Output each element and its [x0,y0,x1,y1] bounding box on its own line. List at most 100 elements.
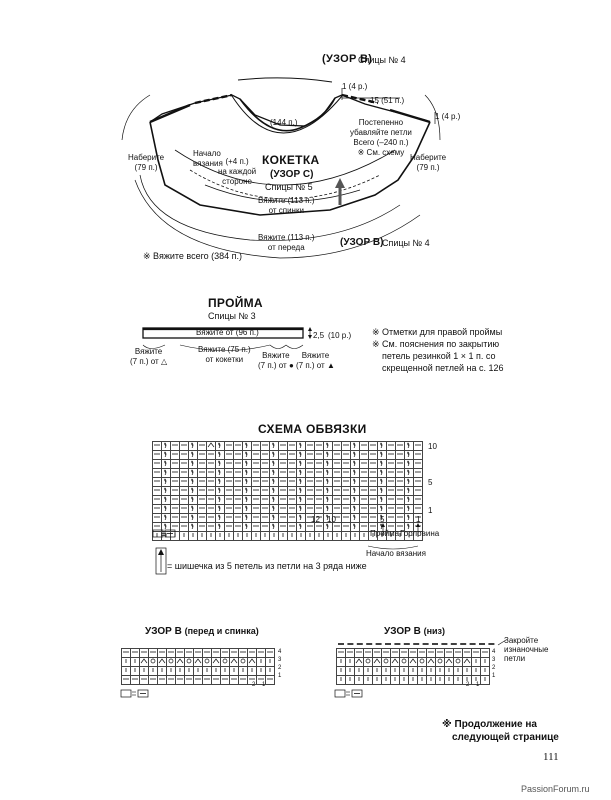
armhole-note-3: петель резинкой 1 × 1 п. со [382,351,496,361]
chart-cell [399,666,409,676]
purl-symbol [361,444,367,446]
needles-4-top-label: Спицы № 4 [358,55,406,65]
knit-symbol [125,668,127,672]
twist-symbol [380,478,383,485]
chart-row [121,666,275,676]
needles-5-label: Спицы № 5 [265,182,313,192]
purl-symbol [415,516,421,518]
chart-row [336,648,490,658]
purl-symbol [455,651,461,653]
purl-symbol [289,471,295,473]
continue-line-1: ※ Продолжение на [442,719,537,730]
purl-symbol [222,651,228,653]
chart-cell [480,675,490,685]
twist-symbol [299,451,302,458]
purl-symbol [334,453,340,455]
chart-cell [426,666,436,676]
twist-symbol [407,523,410,530]
purl-symbol [231,678,237,680]
chart-cell [354,675,364,685]
chart-cell [372,648,382,658]
purl-symbol [235,498,241,500]
knit-symbol [246,533,248,537]
knit-symbol [354,533,356,537]
purl-symbol [316,462,322,464]
armhole-title: ПРОЙМА [208,296,263,310]
chart-cell [381,657,391,667]
purl-symbol [150,678,156,680]
purl-symbol [235,471,241,473]
purl-symbol [226,525,232,527]
purl-symbol [208,516,214,518]
armhole-knit-75: Вяжите (75 п.) от кокетки [198,345,251,365]
purl-symbol [392,651,398,653]
side-line-1: (+4 п.) [225,157,249,166]
neck-row-2: 2 [492,665,496,671]
front-row-3: 3 [278,657,282,663]
armhole-height: 2,5 [313,331,325,340]
chart-cell [372,657,382,667]
twist-symbol [326,514,329,521]
edging-row-5: 5 [428,478,433,487]
chart-cell [363,675,373,685]
knit-symbol [448,677,450,681]
pattern-b-neck-title-text: УЗОР В [384,626,421,637]
purl-symbol [316,444,322,446]
knit-symbol [466,668,468,672]
decrease-line-3: Всего (–240 п.) [353,138,409,147]
chart-row [152,531,423,541]
purl-symbol [235,525,241,527]
knit-symbol [251,668,253,672]
chart-cell [354,657,364,667]
purl-symbol [154,507,160,509]
purl-symbol [204,678,210,680]
twist-symbol [191,460,194,467]
purl-symbol [397,471,403,473]
knit-symbol [345,533,347,537]
knit-symbol [340,677,342,681]
twist-symbol [353,496,356,503]
chart-cell [480,666,490,676]
purl-symbol [154,489,160,491]
purl-symbol [226,444,232,446]
edging-col-1: 1 [416,515,421,524]
knit-symbol [385,677,387,681]
purl-symbol [226,498,232,500]
purl-symbol [132,678,138,680]
twist-symbol [353,478,356,485]
knit-symbol [349,668,351,672]
knit-symbol [466,677,468,681]
neck-col-1: 1 [476,682,480,688]
twist-symbol [191,505,194,512]
purl-symbol [388,471,394,473]
twist-symbol [164,505,167,512]
chart-row [152,486,423,496]
cast-right-line-1: Наберите [410,153,447,162]
knit-symbol [273,533,275,537]
purl-symbol [235,444,241,446]
front-label: Вяжите (113 п.) от переда [258,233,315,253]
start-line-1: Начало [193,149,221,158]
chart-cell [372,666,382,676]
knit-symbol [484,677,486,681]
pattern-b-front-title-text: УЗОР В [145,626,182,637]
purl-symbol [280,480,286,482]
chart-cell [480,648,490,658]
cast-on-left-label: Наберите (79 п.) [128,153,164,173]
armhole-knit-7-tri: Вяжите (7 п.) от ▲ [296,351,335,371]
chart-cell [426,648,436,658]
purl-symbol [154,498,160,500]
knit-75-line-2: от кокетки [205,355,244,364]
purl-symbol [181,480,187,482]
purl-symbol [370,471,376,473]
purl-symbol [262,444,268,446]
purl-symbol [316,480,322,482]
twist-symbol [191,469,194,476]
knit-7-left-line-2: (7 п.) от △ [130,357,168,366]
yo-symbol [419,658,425,664]
purl-symbol [199,489,205,491]
purl-symbol [262,498,268,500]
twist-symbol [191,487,194,494]
purl-symbol [334,516,340,518]
purl-symbol [262,507,268,509]
